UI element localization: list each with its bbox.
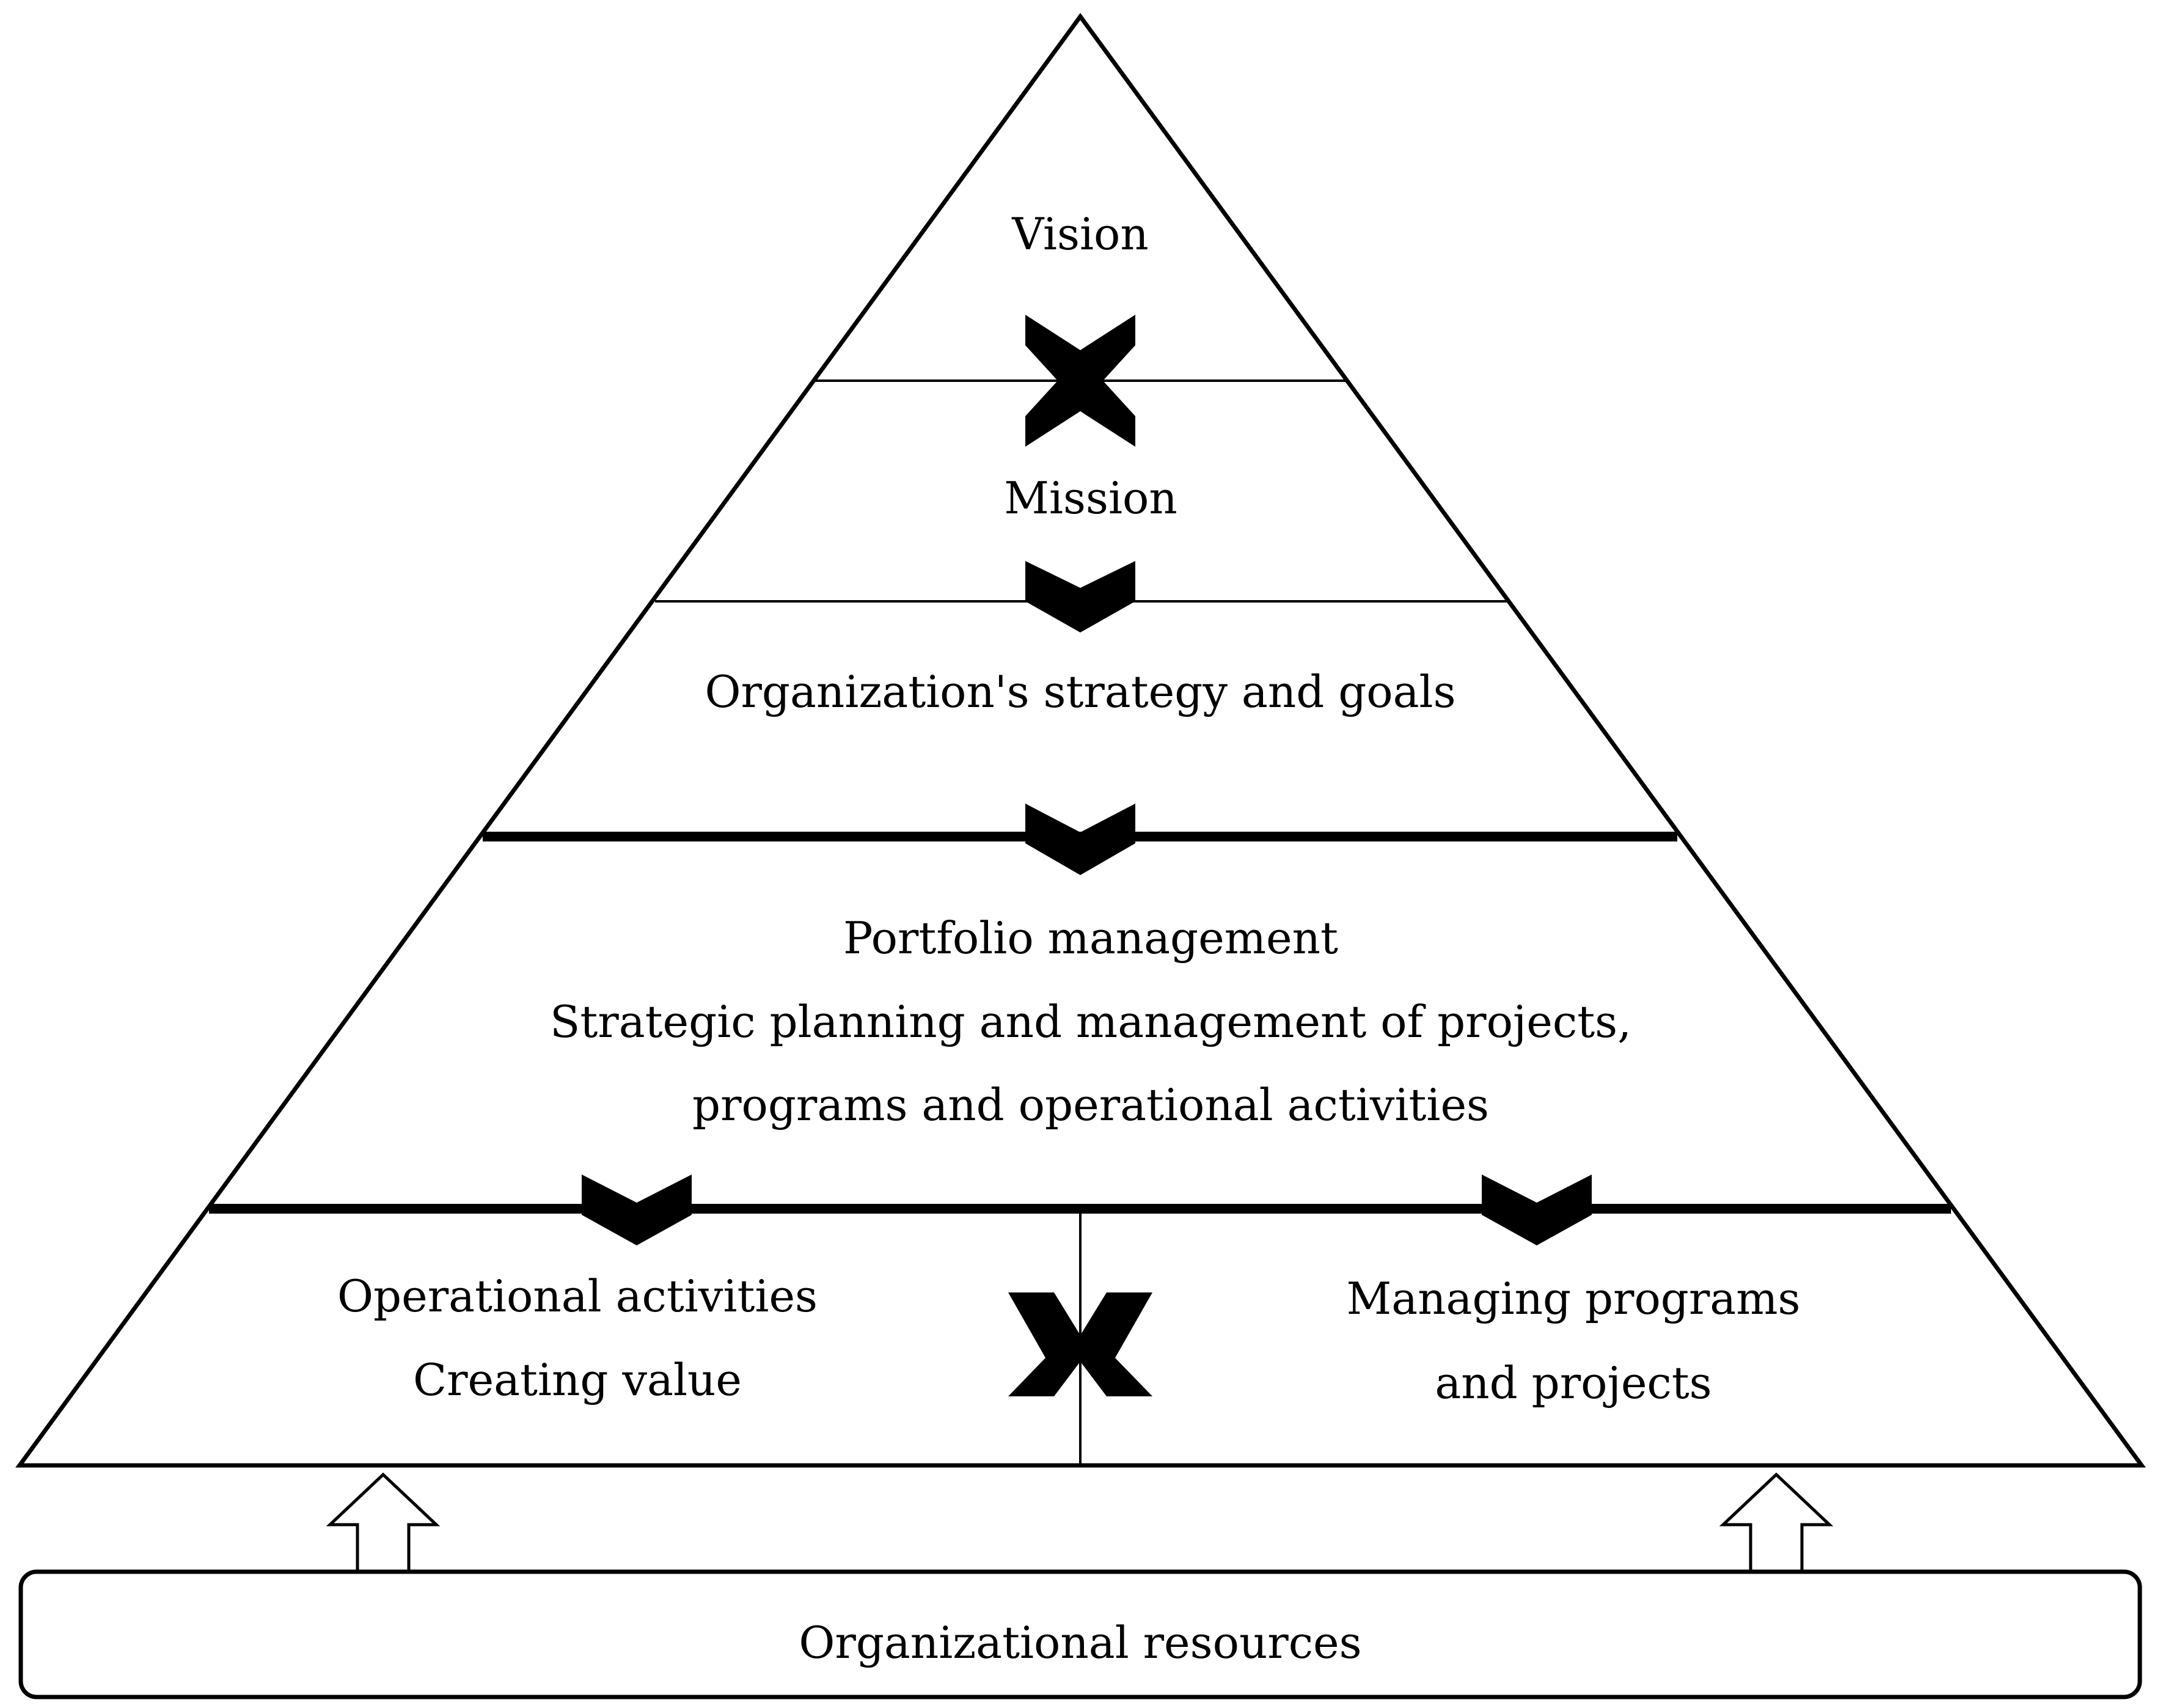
hollow-up-arrow-icon — [326, 1472, 441, 1575]
chevron-down-icon — [1025, 561, 1135, 632]
resources-box — [18, 1569, 2142, 1699]
portfolio-line2: Strategic planning and management of pro… — [550, 996, 1631, 1047]
double-chevron-icon — [1008, 1292, 1152, 1396]
operational-title: Operational activities — [337, 1270, 818, 1322]
vision-label: Vision — [1011, 208, 1148, 260]
chevron-down-icon — [1025, 804, 1135, 875]
operational-subtitle: Creating value — [413, 1354, 742, 1406]
resources-label: Organizational resources — [799, 1617, 1361, 1668]
mission-label: Mission — [1004, 472, 1177, 524]
portfolio-line3: programs and operational activities — [692, 1079, 1489, 1131]
programs-subtitle: and projects — [1435, 1357, 1712, 1409]
double-chevron-icon — [1025, 315, 1135, 447]
hollow-up-arrow-icon — [1719, 1472, 1834, 1575]
chevron-down-icon — [582, 1175, 692, 1245]
portfolio-title: Portfolio management — [843, 912, 1338, 964]
strategy-label: Organization's strategy and goals — [705, 666, 1455, 717]
programs-title: Managing programs — [1347, 1273, 1801, 1324]
chevron-down-icon — [1482, 1175, 1592, 1245]
